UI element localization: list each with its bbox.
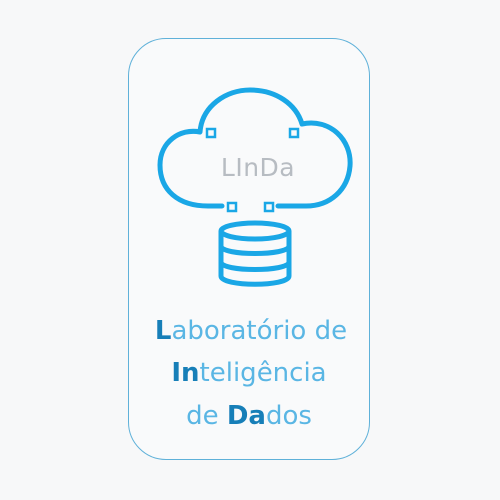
line-2-rest: teligência xyxy=(199,358,327,388)
initial-l: L xyxy=(154,316,172,346)
cloud-icon xyxy=(157,87,353,213)
initial-da: Da xyxy=(226,401,266,431)
line-1-rest: aboratório de xyxy=(171,316,348,346)
line-3-rest: dos xyxy=(265,401,312,431)
line-3-prefix: de xyxy=(186,401,227,431)
lab-name-line-1: Laboratório de xyxy=(130,314,372,348)
database-icon xyxy=(218,220,292,287)
logo-card xyxy=(128,38,370,460)
initial-in: In xyxy=(171,358,200,388)
lab-name-line-3: de Dados xyxy=(128,399,370,433)
logo-acronym: LInDa xyxy=(221,153,295,182)
lab-name-line-2: Inteligência xyxy=(128,356,370,390)
